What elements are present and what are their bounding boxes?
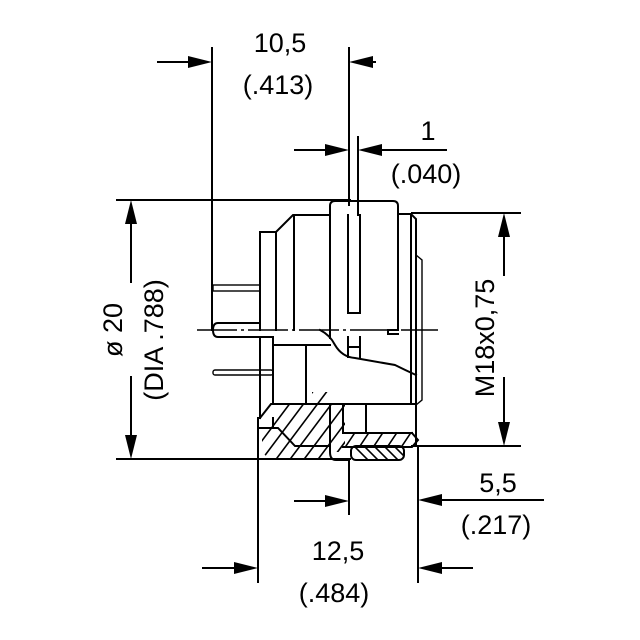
dim-thread-label: M18x0,75 [470, 279, 500, 398]
dim-5-5-mm: 5,5 [479, 468, 517, 498]
dimension-diameter: ø 20 (DIA .788) [98, 199, 351, 460]
dimension-overall: 12,5 (.484) [202, 417, 370, 608]
pin-lower [212, 369, 274, 376]
seal-ring [350, 445, 405, 461]
coupling-nut [329, 200, 399, 335]
arrow-down-icon [125, 435, 137, 459]
dim-1-mm: 1 [420, 116, 435, 146]
arrow-left-icon [349, 56, 373, 68]
dim-10-5-inch: (.413) [243, 70, 314, 100]
dim-12-5-inch: (.484) [299, 578, 370, 608]
arrow-up-icon [498, 213, 510, 237]
dim-1-inch: (.040) [391, 159, 462, 189]
arrow-right-icon [188, 56, 212, 68]
dim-diameter-mm: ø 20 [98, 303, 128, 357]
arrow-up-icon [125, 200, 137, 224]
dim-diameter-inch: (DIA .788) [139, 279, 169, 401]
hatch-section-nut [343, 433, 418, 447]
dimension-nut-offset: 5,5 (.217) [417, 445, 544, 583]
dim-10-5-mm: 10,5 [254, 28, 307, 58]
arrow-left-icon [358, 144, 382, 156]
arrow-right-icon [325, 144, 349, 156]
arrow-right-icon [325, 495, 349, 507]
arrow-left-icon [418, 494, 442, 506]
dimension-gap: 1 (.040) [294, 116, 462, 216]
pin-center [211, 322, 273, 338]
dim-12-5-mm: 12,5 [312, 536, 365, 566]
dimension-thread: M18x0,75 [411, 212, 521, 447]
dim-5-5-inch: (.217) [461, 510, 532, 540]
connector-body [197, 200, 438, 461]
arrow-left-icon [418, 562, 442, 574]
arrow-down-icon [498, 422, 510, 446]
dimension-length-flange: 10,5 (.413) [157, 28, 376, 331]
hatch-section-seal [351, 446, 404, 460]
arrow-right-icon [234, 562, 258, 574]
insert-contour [318, 328, 418, 377]
pin-upper [212, 284, 261, 292]
